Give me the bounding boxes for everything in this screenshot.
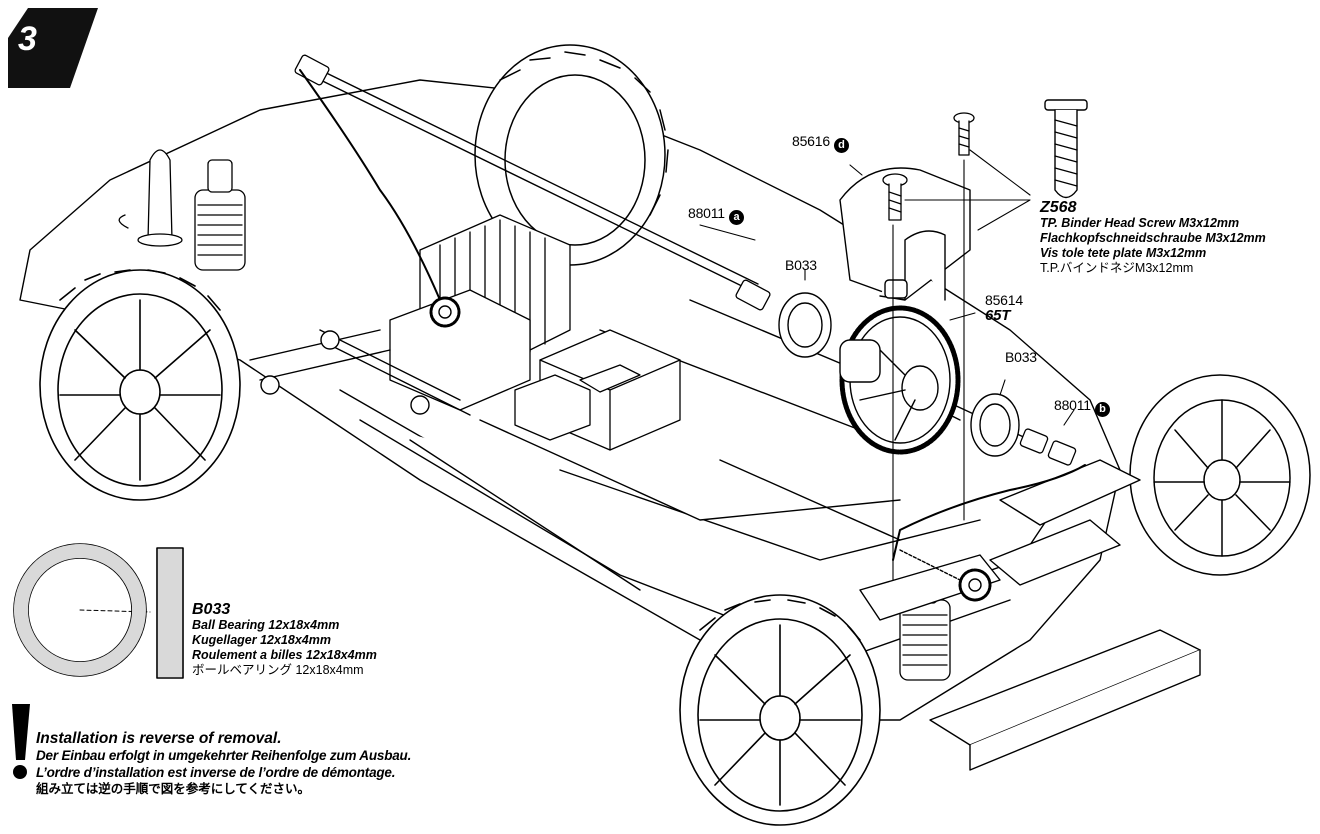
bearing-desc-en: Ball Bearing 12x18x4mm [192,618,340,632]
label-65t: 65T [985,307,1011,324]
install-note-fr: L’ordre d’installation est inverse de l’… [36,765,396,780]
steering-links [249,329,471,416]
warning-icon [12,704,30,779]
label-85616-number: 85616 [792,133,830,149]
shock-left [194,159,246,271]
gear-cover [839,167,971,301]
drive-shaft-joint-b [1019,428,1077,466]
label-85614-number: 85614 [985,292,1023,308]
motor-wire [299,69,1086,561]
wheel-front-bottom [679,594,881,826]
install-note: Installation is reverse of removal. Der … [36,730,411,798]
label-b033-top: B033 [785,257,817,273]
step-number: 3 [18,20,37,58]
legend-screw-icon [1044,99,1088,199]
screw-desc-de: Flachkopfschneidschraube M3x12mm [1040,231,1266,245]
bearing-middle [970,393,1020,457]
callout-lines [699,149,1075,581]
marker-b: b [1094,402,1110,417]
bearing-desc-jp: ボールベアリング 12x18x4mm [192,663,364,677]
install-note-de: Der Einbau erfolgt in umgekehrter Reihen… [36,748,412,763]
servo-connector [514,374,591,441]
screw-code: Z568 [1040,199,1077,216]
marker-d: d [833,138,849,153]
pinion-gear-rear [899,549,992,602]
screw-desc-en: TP. Binder Head Screw M3x12mm [1040,216,1240,230]
spur-gear [839,305,961,455]
drive-shaft-joint-rear [735,279,771,311]
marker-a: a [728,210,744,225]
screw-cover [882,173,908,221]
label-88011-b-number: 88011 [1054,397,1091,413]
bearing-top [778,292,832,358]
step-badge [8,8,98,88]
install-note-en: Installation is reverse of removal. [36,730,282,747]
bearing-legend-fill [13,544,182,677]
suspension-rear [859,459,1141,621]
install-note-jp: 組み立ては逆の手順で図を参考にしてください。 [36,782,311,796]
bearing-legend: B033 Ball Bearing 12x18x4mm Kugellager 1… [192,602,377,678]
wheel-front-left [39,269,241,501]
label-b033-mid: B033 [1005,349,1037,365]
label-88011-a-number: 88011 [688,205,725,221]
bearing-desc-de: Kugellager 12x18x4mm [192,633,331,647]
wheel-right [1129,374,1311,576]
rear-wing [929,629,1201,771]
bearing-desc-fr: Roulement a billes 12x18x4mm [192,648,377,662]
label-85614: 85614 65T [985,292,1023,324]
body-post [118,149,183,247]
screw-desc-jp: T.P.バインドネジM3x12mm [1040,261,1194,275]
bearing-code: B033 [192,601,231,618]
pinion-gear-front [429,296,461,328]
esc-heatsink [389,214,571,411]
screw-legend: Z568 TP. Binder Head Screw M3x12mm Flach… [1040,200,1266,276]
screw-top [953,112,975,156]
screw-desc-fr: Vis tole tete plate M3x12mm [1040,246,1207,260]
